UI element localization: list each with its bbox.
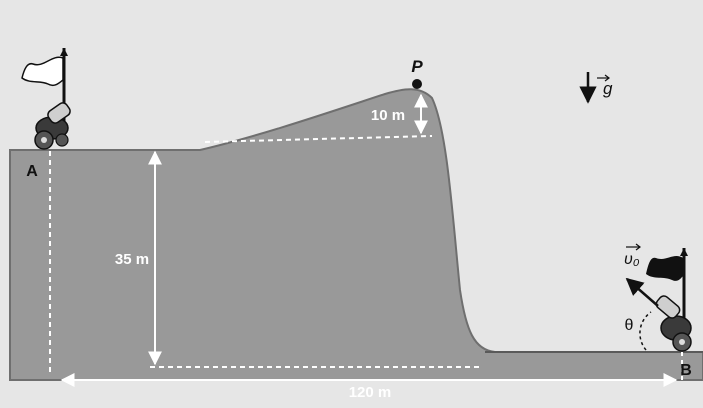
horizontal-distance-label: 120 m — [349, 384, 392, 401]
cannon-a-icon — [34, 102, 71, 150]
point-p-label: P — [411, 57, 423, 76]
terrain-ground — [9, 88, 703, 381]
initial-velocity-label: υ₀ — [624, 251, 640, 268]
black-flag-icon — [646, 248, 688, 330]
point-b-label: B — [680, 362, 692, 379]
hill-height-label: 10 m — [371, 107, 405, 124]
gravity-label: g — [603, 79, 613, 98]
point-p-dot — [412, 79, 422, 89]
cannon-b-icon — [655, 295, 692, 352]
launch-angle-label: θ — [625, 317, 634, 334]
dashed-hill-base — [204, 135, 433, 143]
velocity-vector-bar-tip — [635, 243, 641, 251]
launch-angle-arc — [639, 311, 652, 351]
gravity-arrow-icon — [579, 72, 610, 104]
point-a-label: A — [26, 163, 38, 180]
velocity-arrow-icon — [625, 277, 659, 307]
cliff-height-label: 35 m — [115, 251, 149, 268]
